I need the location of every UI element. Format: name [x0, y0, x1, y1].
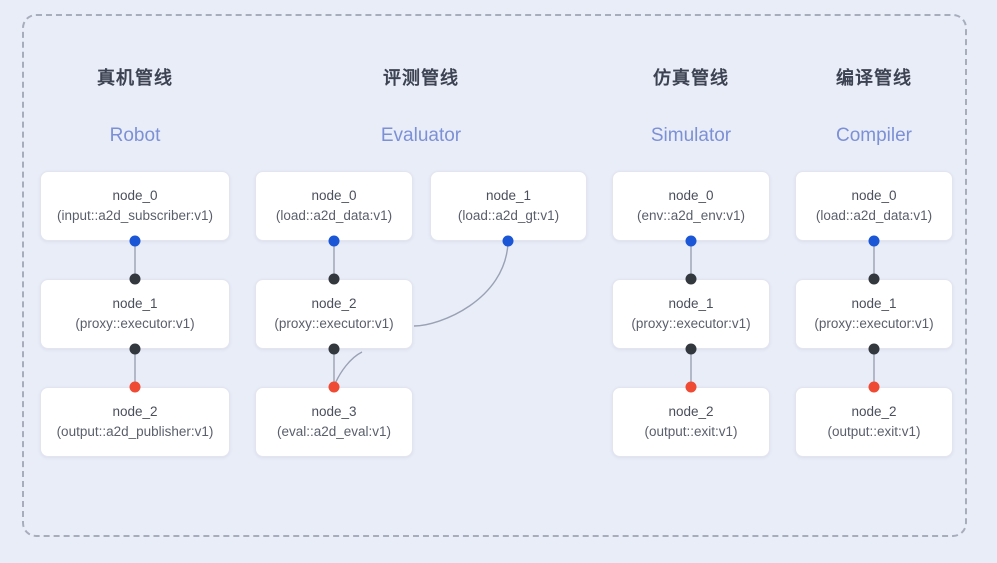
port-input-eval-node-3[interactable]: [328, 381, 340, 393]
node-card-eval-node-2[interactable]: node_2 (proxy::executor:v1): [255, 279, 413, 349]
node-name: node_1: [112, 296, 158, 312]
port-input-robot-node-2[interactable]: [129, 381, 141, 393]
port-output-eval-node-1[interactable]: [502, 235, 514, 247]
node-spec: (load::a2d_data:v1): [815, 208, 933, 223]
edge-eval-gt-to-executor: [413, 242, 509, 327]
node-card-eval-node-1[interactable]: node_1 (load::a2d_gt:v1): [430, 171, 587, 241]
port-output-robot-node-0[interactable]: [129, 235, 141, 247]
node-card-comp-node-2[interactable]: node_2 (output::exit:v1): [795, 387, 953, 457]
port-input-comp-node-1[interactable]: [868, 273, 880, 285]
node-spec: (proxy::executor:v1): [274, 316, 394, 331]
port-input-sim-node-2[interactable]: [685, 381, 697, 393]
node-card-sim-node-2[interactable]: node_2 (output::exit:v1): [612, 387, 770, 457]
node-spec: (proxy::executor:v1): [814, 316, 934, 331]
column-title-en-evaluator: Evaluator: [380, 125, 462, 146]
port-output-sim-node-0[interactable]: [685, 235, 697, 247]
dashed-frame: [22, 14, 967, 537]
node-card-robot-node-1[interactable]: node_1 (proxy::executor:v1): [40, 279, 230, 349]
edge-eval-executor-to-eval: [333, 351, 363, 387]
node-name: node_0: [112, 188, 158, 204]
node-name: node_1: [485, 188, 532, 204]
column-title-cn-evaluator: 评测管线: [383, 68, 459, 88]
port-output-eval-node-2[interactable]: [328, 343, 340, 355]
port-input-eval-node-2[interactable]: [328, 273, 340, 285]
column-title-cn-compiler: 编译管线: [836, 68, 912, 88]
node-name: node_2: [112, 404, 158, 420]
port-input-comp-node-2[interactable]: [868, 381, 880, 393]
node-name: node_1: [851, 296, 897, 312]
node-spec: (load::a2d_gt:v1): [457, 208, 560, 223]
port-input-sim-node-1[interactable]: [685, 273, 697, 285]
node-spec: (env::a2d_env:v1): [636, 208, 746, 223]
port-output-eval-node-0[interactable]: [328, 235, 340, 247]
column-title-en-robot: Robot: [109, 125, 161, 146]
column-title-en-simulator: Simulator: [650, 125, 732, 146]
port-output-comp-node-0[interactable]: [868, 235, 880, 247]
node-spec: (load::a2d_data:v1): [275, 208, 393, 223]
node-name: node_0: [311, 188, 357, 204]
node-name: node_2: [851, 404, 897, 420]
node-card-comp-node-1[interactable]: node_1 (proxy::executor:v1): [795, 279, 953, 349]
node-spec: (proxy::executor:v1): [631, 316, 751, 331]
column-title-cn-robot: 真机管线: [97, 68, 173, 88]
node-spec: (output::exit:v1): [827, 424, 921, 439]
column-title-en-compiler: Compiler: [835, 125, 913, 146]
node-card-sim-node-1[interactable]: node_1 (proxy::executor:v1): [612, 279, 770, 349]
node-name: node_2: [668, 404, 714, 420]
node-name: node_0: [851, 188, 897, 204]
port-output-sim-node-1[interactable]: [685, 343, 697, 355]
node-spec: (eval::a2d_eval:v1): [276, 424, 392, 439]
node-card-sim-node-0[interactable]: node_0 (env::a2d_env:v1): [612, 171, 770, 241]
node-card-eval-node-3[interactable]: node_3 (eval::a2d_eval:v1): [255, 387, 413, 457]
node-card-eval-node-0[interactable]: node_0 (load::a2d_data:v1): [255, 171, 413, 241]
port-output-comp-node-1[interactable]: [868, 343, 880, 355]
node-card-comp-node-0[interactable]: node_0 (load::a2d_data:v1): [795, 171, 953, 241]
node-name: node_0: [668, 188, 714, 204]
node-card-robot-node-0[interactable]: node_0 (input::a2d_subscriber:v1): [40, 171, 230, 241]
node-spec: (proxy::executor:v1): [75, 316, 195, 331]
node-card-robot-node-2[interactable]: node_2 (output::a2d_publisher:v1): [40, 387, 230, 457]
node-name: node_1: [668, 296, 714, 312]
node-spec: (output::a2d_publisher:v1): [56, 424, 214, 439]
node-name: node_2: [311, 296, 357, 312]
node-name: node_3: [311, 404, 357, 420]
column-title-cn-simulator: 仿真管线: [653, 68, 729, 88]
node-spec: (input::a2d_subscriber:v1): [56, 208, 214, 223]
port-input-robot-node-1[interactable]: [129, 273, 141, 285]
node-spec: (output::exit:v1): [644, 424, 738, 439]
port-output-robot-node-1[interactable]: [129, 343, 141, 355]
